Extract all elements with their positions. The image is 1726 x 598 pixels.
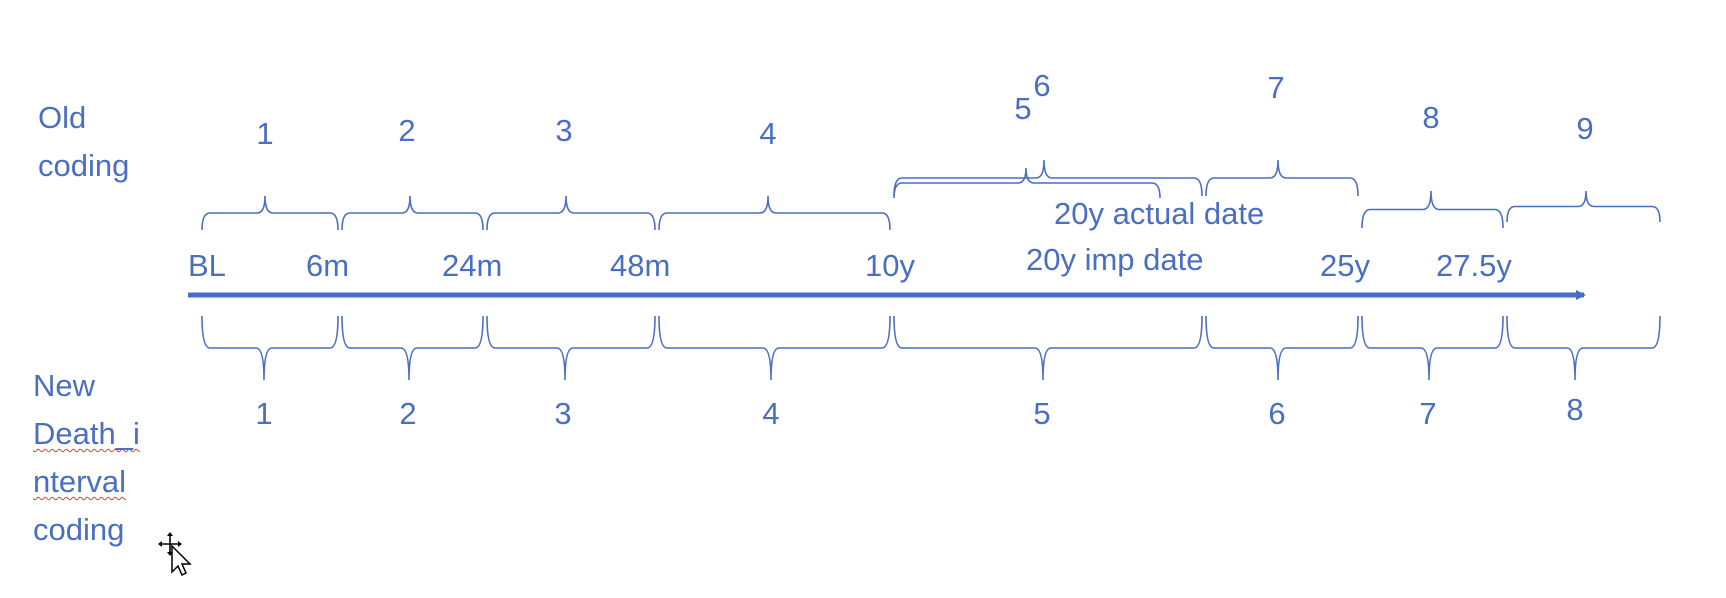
old-interval-brace	[1361, 190, 1504, 229]
timepoint-label: 24m	[442, 248, 503, 283]
old-interval-brace	[341, 195, 484, 231]
old-interval-label: 4	[759, 116, 777, 151]
old-interval-brace	[1506, 190, 1661, 223]
old-coding-title-line: coding	[38, 148, 130, 183]
timepoint-label: 27.5y	[1436, 248, 1512, 283]
new-coding-title-line: nterval	[33, 464, 127, 499]
new-interval-label: 1	[255, 396, 273, 431]
new-interval-label: 5	[1033, 396, 1051, 431]
new-coding-title-line: Death_i	[33, 416, 140, 451]
old-interval-label: 8	[1422, 100, 1440, 135]
timepoint-label: 6m	[306, 248, 350, 283]
old-interval-label: 2	[398, 113, 416, 148]
old-interval-brace	[201, 195, 339, 231]
move-cursor-icon	[158, 532, 192, 576]
old-coding-title: Old coding	[38, 94, 129, 190]
old-interval-label: 6	[1033, 68, 1051, 103]
new-coding-title-line: New	[33, 368, 96, 403]
new-interval-brace	[1361, 315, 1504, 381]
old-interval-brace	[893, 167, 1161, 199]
new-interval-brace	[893, 315, 1203, 381]
old-interval-brace	[486, 195, 656, 231]
old-interval-brace	[1205, 159, 1359, 197]
new-interval-brace	[1506, 315, 1661, 381]
new-interval-brace	[486, 315, 656, 381]
old-interval-label: 9	[1576, 111, 1594, 146]
old-coding-title-line: Old	[38, 100, 87, 135]
new-coding-title: New Death_i nterval coding	[33, 362, 140, 554]
timepoint-label: 25y	[1320, 248, 1370, 283]
new-interval-label: 3	[554, 396, 572, 431]
new-interval-label: 6	[1268, 396, 1286, 431]
timepoint-label: BL	[188, 248, 226, 283]
timepoint-label: 20y imp date	[1026, 242, 1204, 277]
timepoint-label: 10y	[865, 248, 915, 283]
new-interval-label: 8	[1566, 392, 1584, 427]
old-interval-label: 7	[1267, 70, 1285, 105]
old-interval-brace	[893, 159, 1203, 197]
new-interval-brace	[658, 315, 891, 381]
timepoint-label: 48m	[610, 248, 671, 283]
new-interval-label: 7	[1419, 396, 1437, 431]
timepoint-label: 20y actual date	[1054, 196, 1265, 231]
old-interval-brace	[658, 195, 891, 231]
old-interval-label: 5	[1014, 91, 1032, 126]
new-coding-title-line: coding	[33, 512, 125, 547]
braces-layer	[201, 159, 1661, 381]
old-interval-label: 3	[555, 113, 573, 148]
new-interval-brace	[341, 315, 484, 381]
old-interval-label: 1	[256, 116, 274, 151]
new-interval-brace	[1205, 315, 1359, 381]
new-interval-brace	[201, 315, 339, 381]
new-interval-label: 4	[762, 396, 780, 431]
new-interval-label: 2	[399, 396, 417, 431]
